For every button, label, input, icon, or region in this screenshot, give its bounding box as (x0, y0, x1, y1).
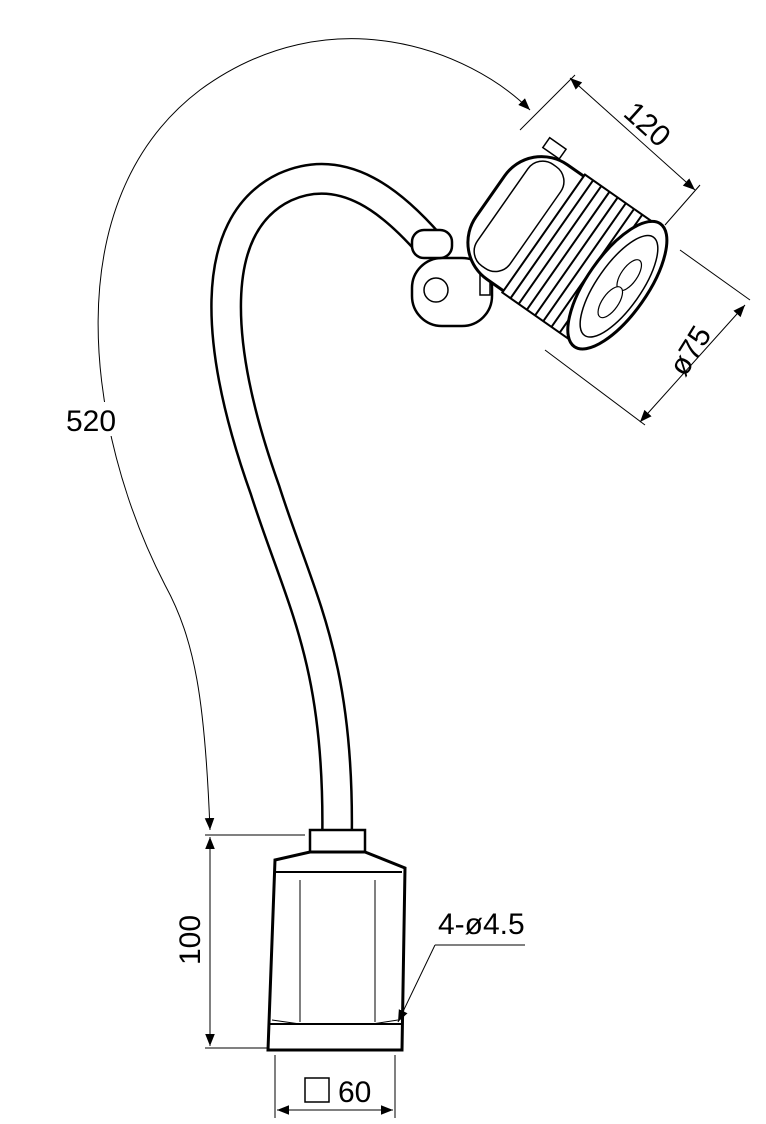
lamp-base (266, 828, 407, 1052)
arm-length-label: 520 (66, 405, 116, 438)
lamp-head (466, 136, 669, 351)
dimension-arm-length: 520 (62, 38, 531, 831)
head-diameter-label: ø75 (663, 320, 718, 381)
dimension-mount-holes: 4-ø4.5 (397, 908, 525, 1023)
square-symbol-icon (304, 1077, 330, 1103)
gooseneck-arm (210, 162, 443, 841)
dimension-base-width: 60 (274, 1055, 396, 1118)
base-width-label: 60 (338, 1076, 371, 1109)
head-length-label: 120 (617, 96, 676, 154)
dimension-base-height: 100 (174, 834, 305, 1049)
mount-holes-label: 4-ø4.5 (438, 908, 525, 941)
base-height-label: 100 (174, 915, 207, 965)
